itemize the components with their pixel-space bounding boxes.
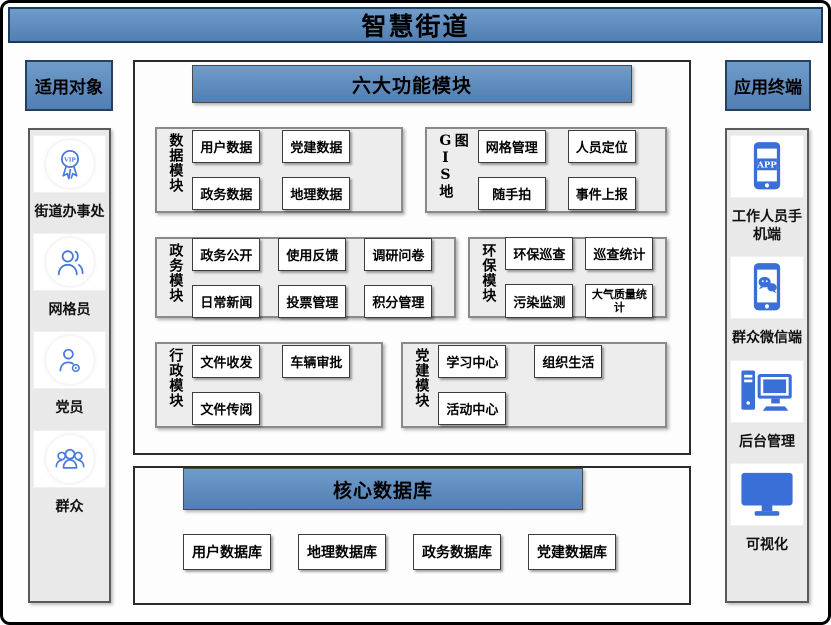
module-item: 大气质量统计: [585, 283, 654, 319]
user-type-grid-worker: 网格员: [33, 233, 106, 319]
user-type-public: 群众: [33, 429, 106, 516]
module-party-building: 党建模块 学习中心 组织生活 活动中心: [401, 342, 667, 428]
core-database-container: 核心数据库 用户数据库 地理数据库 政务数据库 党建数据库: [133, 466, 691, 605]
module-item: 文件收发: [192, 345, 261, 378]
terminal-label: 后台管理: [739, 433, 795, 450]
database-item: 地理数据库: [298, 534, 386, 570]
left-panel-header: 适用对象: [25, 60, 113, 111]
user-type-label: 街道办事处: [34, 204, 105, 220]
module-item: 车辆审批: [282, 345, 351, 378]
person-icon: [45, 238, 94, 287]
module-item: 使用反馈: [278, 237, 347, 271]
module-title: 数据模块: [167, 133, 184, 193]
terminal-staff-mobile: APP 工作人员手机端: [730, 135, 804, 244]
monitor-icon: [741, 473, 793, 516]
module-item: 投票管理: [278, 284, 347, 318]
database-item: 用户数据库: [183, 534, 271, 570]
core-database-header: 核心数据库: [183, 468, 583, 510]
right-panel: APP 工作人员手机端 群众微信端: [725, 128, 809, 603]
module-title: 环保模块: [480, 243, 497, 303]
svg-text:VIP: VIP: [63, 157, 76, 163]
module-item: 调研问卷: [364, 237, 433, 271]
user-type-party-member: 党员: [33, 331, 106, 417]
module-item: 事件上报: [567, 177, 636, 210]
module-gis-map: GIS地图 网格管理 人员定位 随手拍 事件上报: [425, 127, 667, 213]
module-item: 活动中心: [438, 392, 507, 425]
module-item: 日常新闻: [192, 284, 261, 318]
module-title: GIS地图: [437, 133, 469, 199]
module-administration: 行政模块 文件收发 车辆审批 文件传阅: [155, 342, 383, 428]
module-item: 巡查统计: [585, 236, 654, 270]
module-item: 人员定位: [567, 130, 636, 163]
right-panel-header: 应用终端: [725, 60, 811, 111]
module-item: 组织生活: [534, 345, 603, 378]
terminal-label: 群众微信端: [732, 330, 802, 347]
module-item: 网格管理: [477, 130, 546, 163]
phone-app-icon: APP: [753, 141, 781, 189]
left-panel: VIP 街道办事处 网格员: [28, 128, 111, 603]
module-item: 政务数据: [192, 177, 261, 210]
module-item: 地理数据: [282, 177, 351, 210]
svg-text:APP: APP: [756, 160, 777, 170]
module-title: 政务模块: [167, 243, 184, 303]
phone-wechat-icon: [753, 262, 781, 311]
user-type-label: 党员: [55, 400, 84, 417]
terminal-label: 可视化: [746, 536, 788, 553]
terminal-label: 工作人员手机端: [732, 209, 802, 244]
module-item: 随手拍: [477, 177, 546, 210]
group-icon: [45, 434, 94, 483]
module-item: 文件传阅: [192, 392, 261, 425]
terminal-visualization: 可视化: [730, 462, 804, 554]
person-badge-icon: [45, 336, 94, 385]
module-item: 积分管理: [364, 284, 433, 318]
terminal-backend: 后台管理: [730, 359, 804, 451]
database-item: 党建数据库: [528, 534, 616, 570]
module-item: 学习中心: [438, 345, 507, 378]
module-government: 政务模块 政务公开 使用反馈 调研问卷 日常新闻 投票管理 积分管理: [155, 237, 456, 318]
module-item: 污染监测: [505, 283, 574, 319]
user-type-street-office: VIP 街道办事处: [33, 135, 106, 221]
function-modules-container: 六大功能模块 数据模块 用户数据 党建数据 政务数据 地理数据 GIS地图 网格…: [133, 60, 691, 455]
desktop-icon: [741, 370, 792, 411]
module-title: 行政模块: [167, 348, 184, 408]
function-modules-header: 六大功能模块: [192, 65, 632, 103]
module-item: 环保巡查: [505, 236, 574, 270]
user-type-label: 网格员: [48, 302, 91, 319]
page-title: 智慧街道: [8, 7, 823, 43]
module-item: 用户数据: [192, 130, 261, 163]
module-title: 党建模块: [413, 348, 430, 408]
database-item: 政务数据库: [413, 534, 501, 570]
medal-icon: VIP: [45, 140, 94, 188]
module-environment: 环保模块 环保巡查 巡查统计 污染监测 大气质量统计: [468, 236, 667, 319]
module-item: 政务公开: [192, 237, 261, 271]
user-type-label: 群众: [55, 498, 84, 515]
terminal-public-wechat: 群众微信端: [730, 256, 804, 347]
module-item: 党建数据: [282, 130, 351, 163]
module-data: 数据模块 用户数据 党建数据 政务数据 地理数据: [155, 127, 403, 213]
